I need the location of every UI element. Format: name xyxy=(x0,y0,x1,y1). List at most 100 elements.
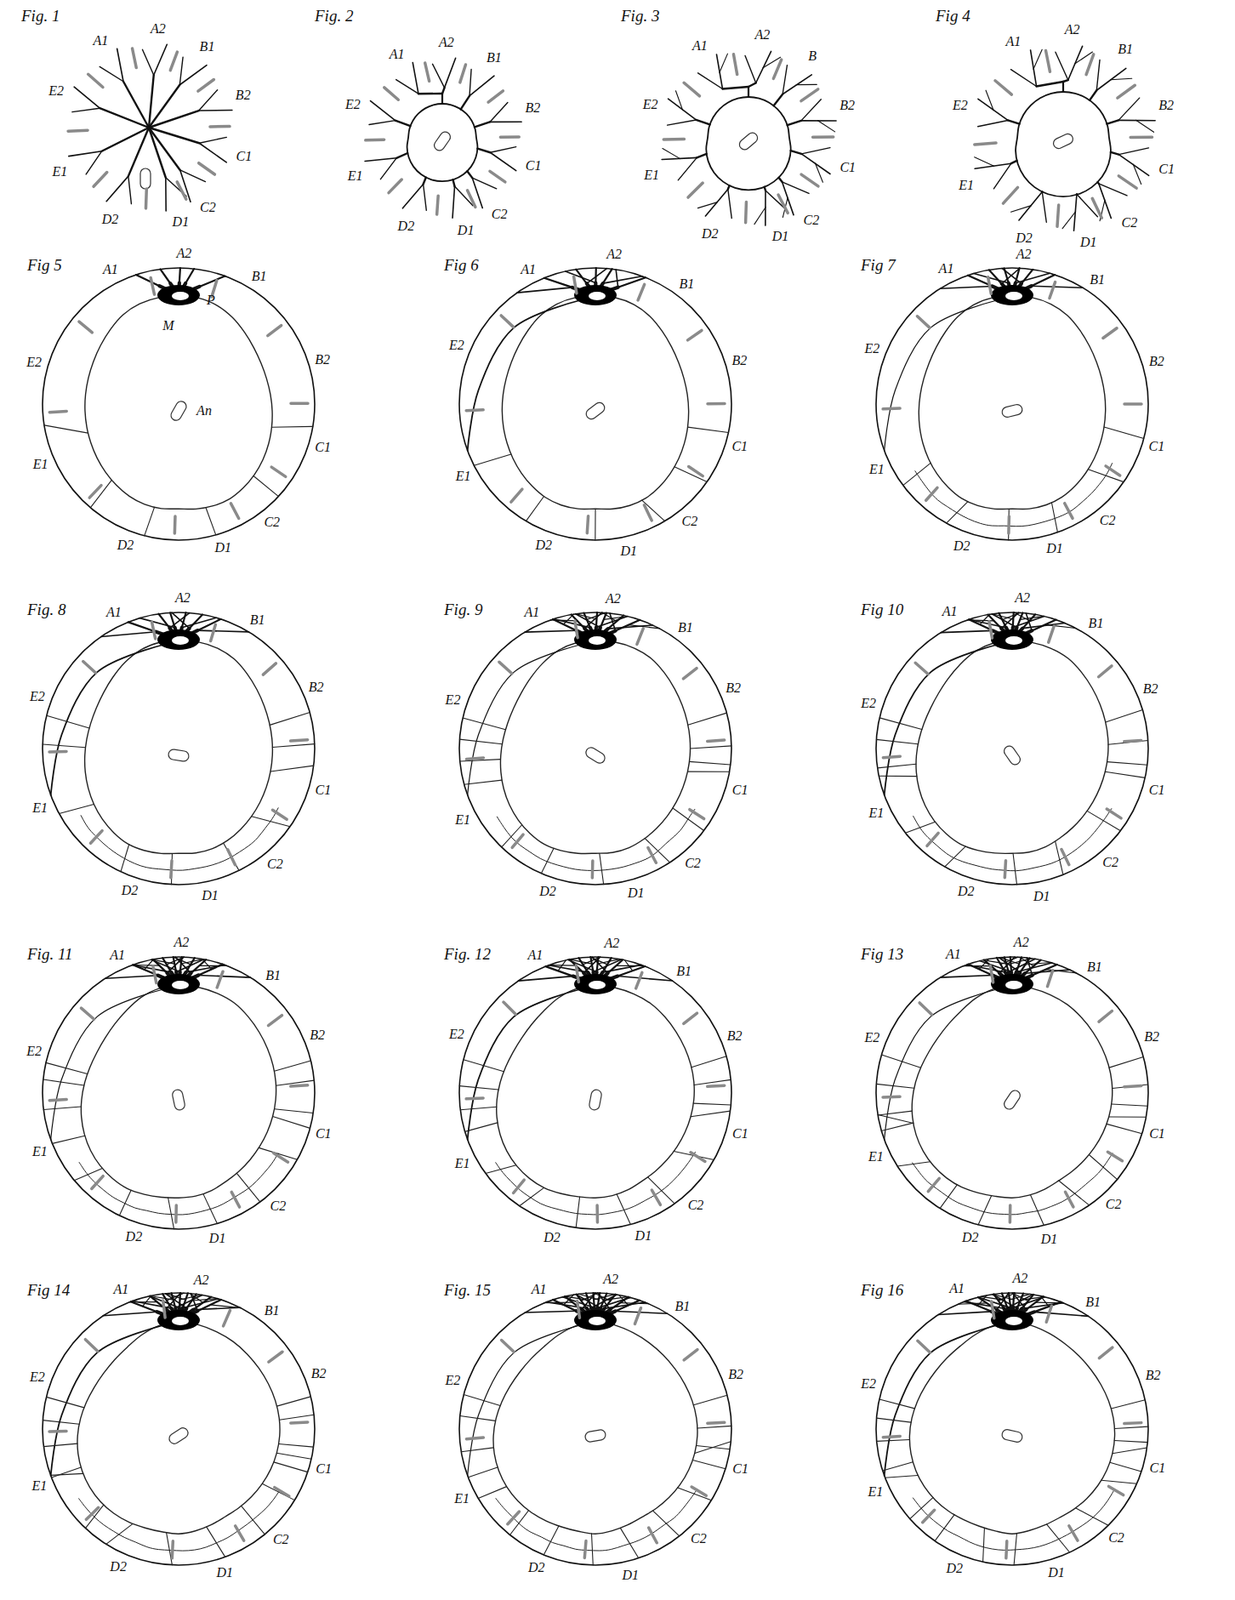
vessel-label: E1 xyxy=(643,168,660,183)
vessel-label: E1 xyxy=(455,813,471,827)
vessel-line xyxy=(1034,1302,1062,1313)
anus-tube xyxy=(169,399,188,423)
vessel-line xyxy=(418,92,443,96)
vessel-line xyxy=(477,148,490,154)
vessel-line xyxy=(185,268,194,284)
vessel-label: C2 xyxy=(1099,513,1116,528)
vessel-line xyxy=(73,1168,103,1181)
vessel-line xyxy=(1007,508,1010,540)
vessel-line xyxy=(814,163,823,183)
vessel-line xyxy=(1031,274,1056,286)
vessel-line xyxy=(779,177,783,183)
vessel-line xyxy=(493,1321,698,1535)
somite-mark xyxy=(637,628,644,645)
vessel-line xyxy=(467,989,581,1140)
vessel-line xyxy=(1036,81,1064,86)
vessel-line xyxy=(467,1467,498,1478)
vessel-line xyxy=(881,1122,913,1131)
vessel-label: A1 xyxy=(389,47,405,62)
vessel-line xyxy=(591,956,608,974)
vessel-line xyxy=(879,1399,915,1409)
vessel-line xyxy=(464,779,502,785)
vessel-line xyxy=(614,1310,667,1314)
vessel-line xyxy=(46,715,90,729)
vessel-line xyxy=(1015,91,1111,197)
vessel-line xyxy=(918,296,1105,510)
somite-mark xyxy=(575,965,579,983)
somite-mark xyxy=(1049,282,1056,299)
vessel-line xyxy=(119,1189,131,1216)
somite-mark xyxy=(173,516,177,534)
vessel-line xyxy=(885,1475,919,1479)
vessel-label: A1 xyxy=(692,39,708,53)
somite-mark xyxy=(210,125,230,129)
vessel-line xyxy=(199,109,233,112)
vessel-line xyxy=(722,86,749,89)
vessel-line xyxy=(198,974,251,978)
figure-drawing xyxy=(68,44,233,211)
vessel-label: A1 xyxy=(113,1282,129,1297)
heart xyxy=(157,629,200,650)
vessel-line xyxy=(978,119,1008,126)
somite-mark xyxy=(460,64,467,83)
vessel-label: C1 xyxy=(1149,1461,1166,1475)
vessel-label: D2 xyxy=(528,1560,546,1575)
somite-mark xyxy=(634,1308,641,1325)
somite-mark xyxy=(707,1085,725,1087)
vessel-line xyxy=(876,1439,911,1442)
somite-mark xyxy=(89,485,102,498)
vessel-line xyxy=(72,108,100,112)
somite-mark xyxy=(919,1002,932,1015)
vessel-line xyxy=(791,150,803,154)
vessel-line xyxy=(597,956,599,973)
vessel-label: C1 xyxy=(732,783,749,797)
somite-mark xyxy=(915,662,928,674)
vessel-line xyxy=(694,1079,731,1085)
somite-mark xyxy=(663,137,684,142)
somite-mark xyxy=(488,91,503,103)
anus-tube xyxy=(432,130,453,154)
vessel-line xyxy=(85,151,102,175)
vessel-line xyxy=(1107,762,1148,766)
vessel-line xyxy=(524,1310,576,1313)
somite-mark xyxy=(174,1205,178,1223)
heart-lumen xyxy=(1005,291,1023,301)
heart xyxy=(990,1309,1034,1331)
vessel-label: B xyxy=(808,49,817,63)
vessel-line xyxy=(1114,1439,1148,1442)
somite-mark xyxy=(744,202,748,223)
somite-mark xyxy=(1106,808,1122,819)
vessel-line xyxy=(460,1447,494,1452)
vessel-line xyxy=(369,120,396,126)
vessel-line xyxy=(153,44,168,75)
vessel-line xyxy=(474,121,490,127)
vessel-label: E2 xyxy=(29,1370,46,1384)
somite-mark xyxy=(290,401,308,405)
vessel-label: D1 xyxy=(1033,889,1051,904)
somite-mark xyxy=(227,849,236,866)
vessel-line xyxy=(667,119,697,126)
vessel-line xyxy=(693,1394,728,1406)
vessel-line xyxy=(978,1195,992,1225)
vessel-line xyxy=(774,94,784,106)
vessel-line xyxy=(940,974,993,978)
vessel-line xyxy=(989,269,1002,284)
somite-mark xyxy=(683,1349,698,1361)
vessel-line xyxy=(501,296,689,510)
vessel-line xyxy=(432,63,445,88)
vessel-label: D1 xyxy=(627,886,645,900)
vessel-label: A1 xyxy=(945,947,962,962)
somite-mark xyxy=(268,1351,283,1362)
heart-lumen xyxy=(1005,980,1023,990)
vessel-label: E1 xyxy=(869,462,885,477)
vessel-label: E1 xyxy=(31,1479,47,1493)
vessel-line xyxy=(85,641,274,854)
vessel-line xyxy=(973,273,1009,283)
vessel-line xyxy=(1109,1116,1147,1118)
vessel-line xyxy=(396,79,419,95)
vessel-line xyxy=(73,86,100,109)
vessel-line xyxy=(205,507,217,535)
vessel-label: C1 xyxy=(315,1462,332,1476)
vessel-label: D1 xyxy=(1047,1565,1065,1580)
